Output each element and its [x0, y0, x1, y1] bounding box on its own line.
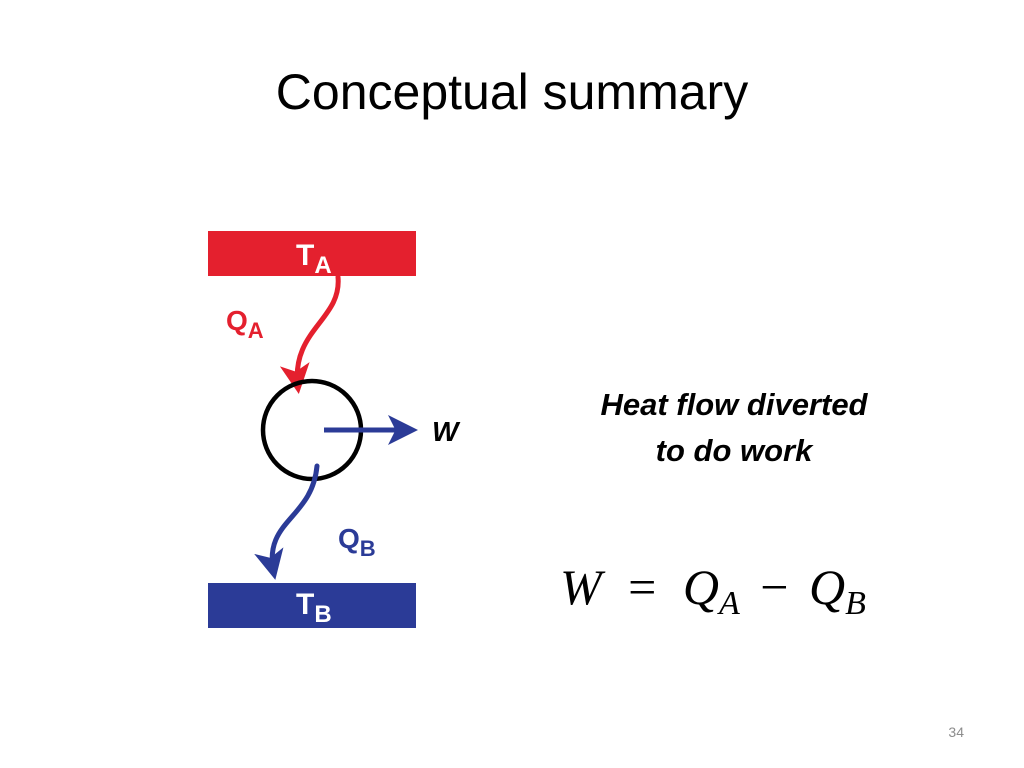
work-equation: W = QA − QB — [560, 559, 866, 624]
equation-term2-sub: B — [845, 585, 866, 622]
caption-line-2: to do work — [655, 433, 813, 468]
work-label: W — [432, 416, 461, 447]
slide-title: Conceptual summary — [275, 64, 749, 120]
caption-line-1: Heat flow diverted — [600, 387, 868, 422]
equation-term1: Q — [683, 559, 719, 615]
hot-reservoir-label: TA — [296, 239, 332, 279]
cold-reservoir — [208, 583, 416, 628]
heat-out-label: QB — [338, 523, 376, 561]
heat-in-arrow — [279, 274, 341, 394]
svg-text:W = QA − QB: W = QA − QB — [560, 559, 866, 624]
slide-number: 34 — [948, 724, 964, 740]
cold-reservoir-label: TB — [296, 588, 332, 628]
hot-reservoir — [208, 231, 416, 276]
caption: Heat flow diverted to do work — [554, 382, 914, 474]
equation-minus: − — [760, 559, 788, 615]
equation-term2: Q — [809, 559, 845, 615]
heat-out-arrow — [254, 463, 320, 580]
heat-in-label: QA — [226, 305, 264, 343]
equation-term1-sub: A — [717, 585, 740, 622]
equation-lhs: W — [560, 559, 606, 615]
equation-equals: = — [628, 559, 656, 615]
